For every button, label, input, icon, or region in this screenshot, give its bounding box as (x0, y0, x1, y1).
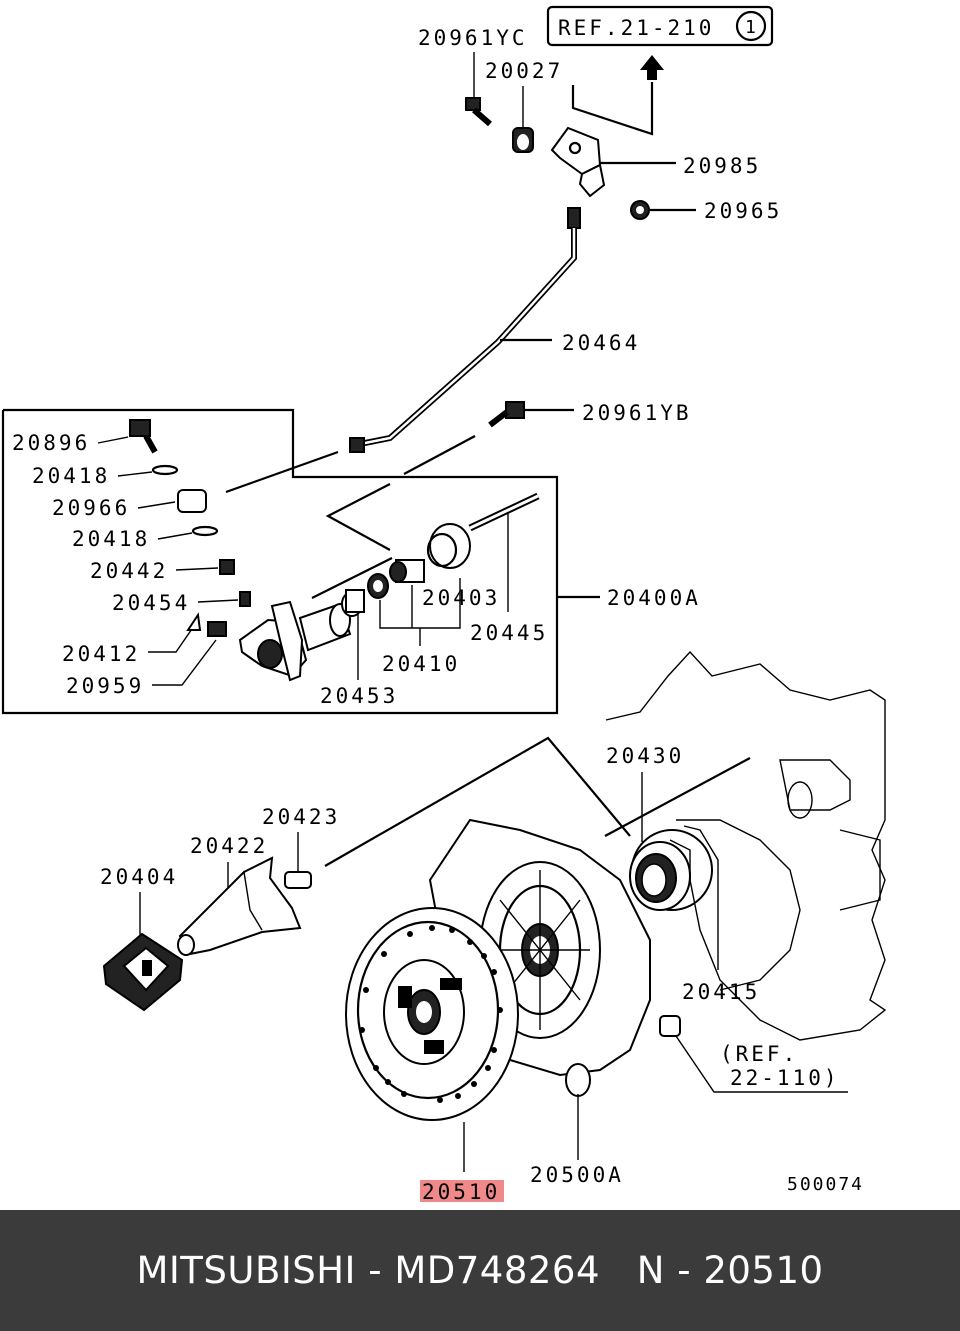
release-bearing-20430 (629, 829, 713, 911)
push-rod-20445 (468, 492, 540, 532)
plug-20442 (219, 559, 235, 575)
bleeder-20896 (129, 419, 158, 454)
part-info-text: MITSUBISHI - MD748264 N - 20510 (136, 1249, 824, 1292)
label-20418-b: 20418 (72, 527, 150, 551)
nut-20965 (630, 200, 650, 220)
label-20422: 20422 (190, 834, 268, 858)
label-20415: 20415 (682, 980, 760, 1004)
ref-21-210-circle-number: 1 (745, 17, 758, 38)
label-20961yb: 20961YB (582, 401, 692, 425)
label-20965: 20965 (704, 199, 782, 223)
label-20966: 20966 (52, 496, 130, 520)
piston-20410 (367, 559, 425, 599)
bushing-20027 (512, 127, 534, 153)
label-20442: 20442 (90, 559, 168, 583)
boot-20404 (102, 932, 184, 1012)
parts-diagram: REF.21-210 1 20961YC 20027 20985 20965 2… (1, 5, 887, 1204)
ref-22-110-line1: (REF. (720, 1042, 798, 1066)
bleeder-screw-20959 (207, 621, 227, 637)
piston-spring-20453 (341, 589, 365, 617)
label-20027: 20027 (485, 59, 563, 83)
label-20510: 20510 (422, 1180, 500, 1204)
clip-20418-b (191, 525, 219, 537)
release-fork-20422 (177, 856, 302, 956)
clutch-pipe-20464 (349, 207, 581, 453)
cap-20412 (186, 612, 202, 631)
label-20430: 20430 (606, 744, 684, 768)
spring-20454 (239, 591, 251, 607)
ref-21-210-box (546, 5, 774, 47)
part-info-footer: MITSUBISHI - MD748264 N - 20510 (0, 1210, 960, 1331)
slave-cylinder-body (238, 600, 352, 682)
fulcrum-20423 (284, 871, 312, 889)
label-20400a: 20400A (607, 586, 701, 610)
label-20454: 20454 (112, 591, 190, 615)
label-20464: 20464 (562, 331, 640, 355)
union-20966 (177, 489, 207, 513)
label-20404: 20404 (100, 865, 178, 889)
label-20445: 20445 (470, 621, 548, 645)
label-20410: 20410 (382, 652, 460, 676)
clip-20418-a (151, 464, 179, 476)
ref-21-210-label: REF.21-210 (558, 16, 714, 40)
bracket-20985 (550, 126, 606, 198)
label-20453: 20453 (320, 684, 398, 708)
label-20500a: 20500A (530, 1163, 624, 1187)
label-20896: 20896 (12, 431, 90, 455)
label-20959: 20959 (66, 674, 144, 698)
assembly-box-20400a (1, 408, 559, 715)
label-20423: 20423 (262, 805, 340, 829)
label-20510-highlight (420, 1180, 504, 1202)
label-20418-a: 20418 (32, 464, 110, 488)
drawing-number: 500074 (787, 1174, 864, 1195)
label-20961yc: 20961YC (418, 26, 528, 50)
bolt-20961yc (465, 97, 492, 127)
clutch-disc-20510 (345, 907, 519, 1121)
bolt-20961yb (488, 401, 525, 428)
up-arrow-icon (640, 55, 664, 80)
bracket-ref-line (571, 82, 654, 136)
label-20403: 20403 (422, 586, 500, 610)
label-20985: 20985 (683, 154, 761, 178)
dowel-pin-ref-22-110 (659, 1015, 681, 1037)
label-20412: 20412 (62, 642, 140, 666)
transmission-housing (605, 650, 887, 1041)
ref-22-110-line2: 22-110) (730, 1066, 840, 1090)
boot-20403 (426, 523, 471, 569)
